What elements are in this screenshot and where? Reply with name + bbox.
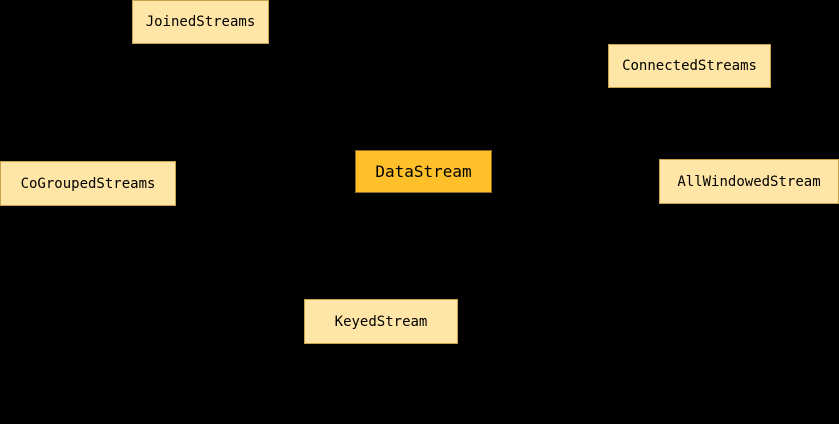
edge-datastream-cogrouped [174,177,357,184]
edge-datastream-allwindowed [490,174,661,182]
datastream-node: DataStream [355,150,492,193]
edge-datastream-keyed [380,192,424,300]
joined-streams-node: JoinedStreams [132,0,269,44]
all-windowed-stream-node: AllWindowedStream [659,159,839,204]
edge-datastream-connected [461,65,609,151]
keyed-stream-node: KeyedStream [304,299,458,344]
connected-streams-node: ConnectedStreams [608,44,771,88]
cogrouped-streams-node: CoGroupedStreams [0,161,176,206]
edge-datastream-joined [199,43,424,151]
